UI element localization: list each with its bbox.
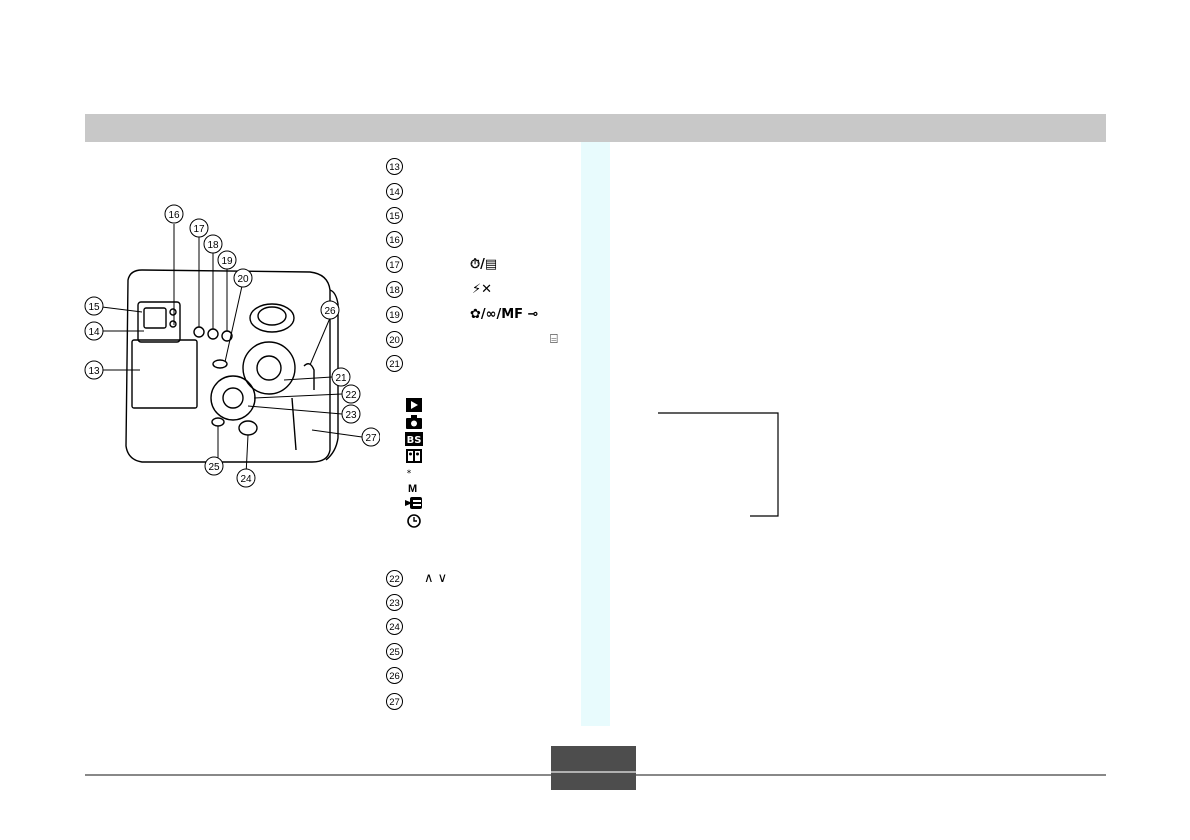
camera-mode-icon (406, 415, 422, 429)
movie-mode-prefix: M (408, 483, 418, 495)
camera-label-14: 14 (88, 327, 100, 338)
movie-mode-icon (405, 497, 422, 509)
focus-protect-symbols: ✿/∞/MF ⊸ (470, 306, 539, 322)
portrait-mode-icon (406, 449, 422, 463)
camera-label-18: 18 (207, 240, 219, 251)
callout-row-19: 19 ✿/∞/MF ⊸ (386, 304, 581, 324)
callout-number: 13 (386, 157, 403, 175)
up-down-arrow-symbols: ∧ ∨ (424, 570, 448, 586)
camera-label-25: 25 (208, 462, 220, 473)
camera-label-23: 23 (345, 410, 357, 421)
callout-row-25: 25 (386, 641, 581, 661)
camera-label-21: 21 (335, 373, 347, 384)
camera-label-19: 19 (221, 256, 233, 267)
night-scene-mode-icon: * (407, 466, 422, 480)
camera-label-24: 24 (240, 474, 252, 485)
svg-text:BS: BS (407, 435, 422, 446)
best-shot-mode-icon: BS (405, 432, 423, 446)
camera-label-22: 22 (345, 390, 357, 401)
camera-label-17: 17 (193, 224, 205, 235)
callout-row-18: 18 ⚡✕ (386, 279, 581, 299)
selftimer-continuous-symbols: ⏱/▤ (470, 256, 498, 272)
book-reference-icon: ⌸ (550, 331, 558, 347)
page-tab-divider (551, 771, 636, 773)
camera-label-16: 16 (168, 210, 180, 221)
callout-number: 18 (386, 280, 403, 298)
callout-row-16: 16 (386, 229, 581, 249)
callout-row-13: 13 (386, 156, 581, 176)
callout-row-24: 24 (386, 616, 581, 636)
flash-delete-symbols: ⚡✕ (472, 281, 493, 297)
camera-label-20: 20 (237, 274, 249, 285)
callout-row-21: 21 (386, 353, 581, 373)
callout-row-22: 22 ∧ ∨ (386, 568, 581, 588)
camera-label-26: 26 (324, 306, 336, 317)
callout-number: 22 (386, 569, 403, 587)
callout-number: 25 (386, 642, 403, 660)
play-mode-icon (406, 398, 422, 412)
callout-row-14: 14 (386, 181, 581, 201)
bracket-lines (658, 412, 779, 517)
callout-number: 26 (386, 666, 403, 684)
callout-number: 14 (386, 182, 403, 200)
camera-back-illustration: 16 17 18 19 20 15 14 13 26 21 22 23 27 2… (84, 204, 380, 488)
callout-number: 23 (386, 593, 403, 611)
clock-mode-icon (407, 514, 421, 528)
page-header-bar (85, 114, 1106, 142)
callout-number: 17 (386, 255, 403, 273)
callout-number: 21 (386, 354, 403, 372)
callout-row-20: 20 ⌸ (386, 329, 581, 349)
callout-number: 24 (386, 617, 403, 635)
callout-number: 16 (386, 230, 403, 248)
callout-row-27: 27 (386, 691, 581, 711)
callout-number: 20 (386, 330, 403, 348)
camera-label-15: 15 (88, 302, 100, 313)
svg-text:*: * (407, 469, 412, 479)
callout-number: 19 (386, 305, 403, 323)
callout-number: 15 (386, 206, 403, 224)
callout-number: 27 (386, 692, 403, 710)
page-number-tab (551, 746, 636, 790)
callout-row-26: 26 (386, 665, 581, 685)
callout-row-15: 15 (386, 205, 581, 225)
callout-row-17: 17 ⏱/▤ (386, 254, 581, 274)
camera-label-13: 13 (88, 366, 100, 377)
camera-label-27: 27 (365, 433, 377, 444)
callout-row-23: 23 (386, 592, 581, 612)
side-panel (581, 142, 610, 726)
